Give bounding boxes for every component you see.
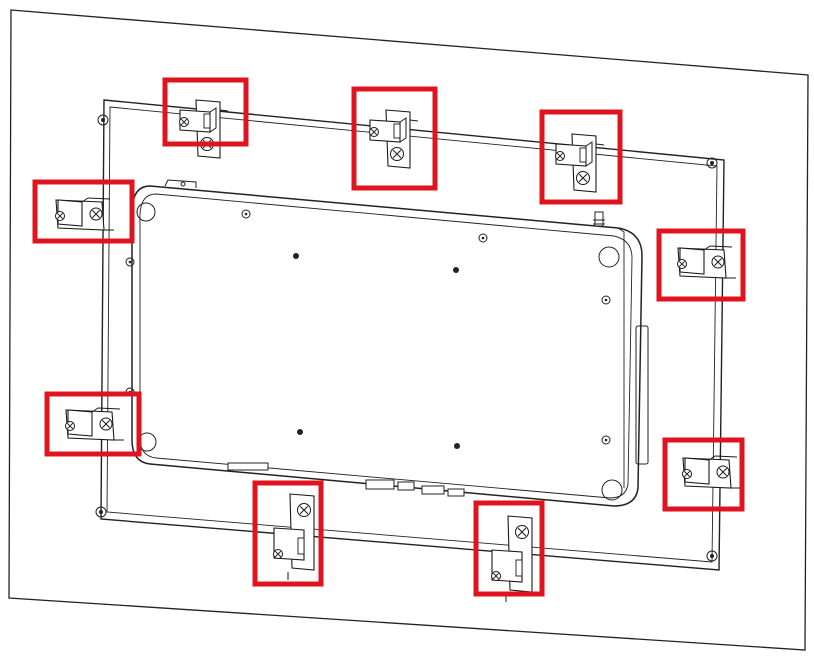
rear-housing <box>125 179 649 507</box>
mount-clip-left-1 <box>55 197 114 231</box>
mount-clip-bottom-1 <box>273 493 315 580</box>
mount-clip-right-1 <box>677 245 736 279</box>
highlight-box-bottom-2 <box>473 500 545 597</box>
highlight-box-top-3 <box>539 109 623 205</box>
mount-clip-right-2 <box>682 455 741 489</box>
highlight-box-right-2 <box>662 437 745 512</box>
highlight-box-left-2 <box>44 391 142 457</box>
mount-clip-top-2 <box>369 109 419 169</box>
highlight-box-right-1 <box>656 228 746 302</box>
highlight-boxes-group <box>32 77 746 597</box>
mount-clip-top-3 <box>555 133 605 193</box>
mount-clip-left-2 <box>65 407 124 441</box>
highlight-box-top-2 <box>351 86 438 191</box>
highlight-box-bottom-1 <box>252 480 324 587</box>
highlight-box-top-1 <box>162 77 249 147</box>
highlight-box-left-1 <box>32 179 135 244</box>
mount-clip-bottom-2 <box>491 515 533 602</box>
